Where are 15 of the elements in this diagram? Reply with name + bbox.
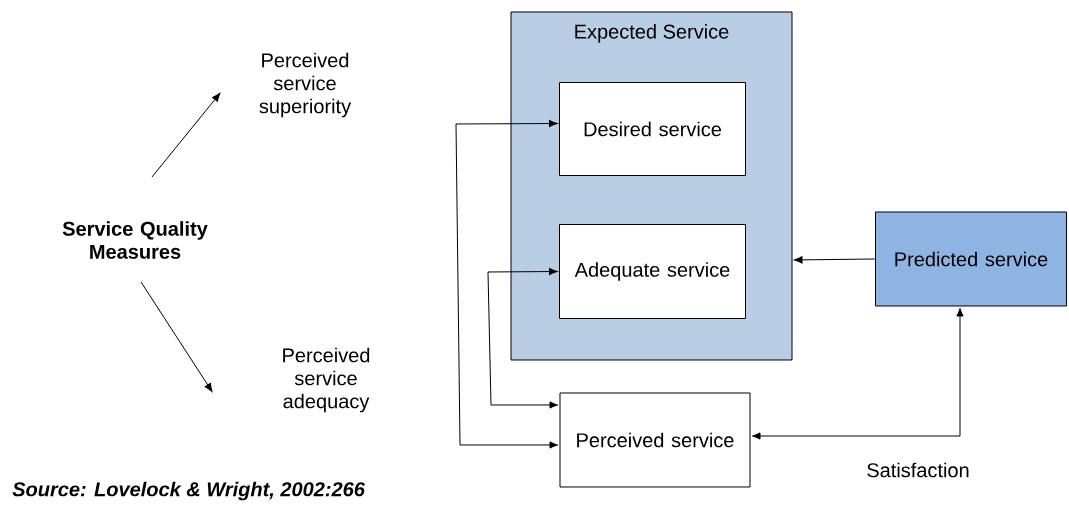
process-box: Predicted service	[875, 211, 1067, 307]
process-box: Adequate service	[559, 224, 746, 319]
arrow	[751, 307, 964, 440]
edge-label: Satisfaction	[865, 461, 971, 479]
arrow	[793, 256, 876, 264]
arrow	[151, 93, 221, 178]
text-label: Service Quality Measures	[62, 221, 208, 259]
text-label: Perceived service superiority	[259, 52, 352, 118]
caption: Source: Lovelock & Wright, 2002:266	[12, 481, 365, 501]
process-box: Desired service	[559, 82, 746, 176]
text-label: Perceived service adequacy	[283, 347, 370, 413]
process-box: Perceived service	[559, 392, 751, 488]
arrow	[487, 267, 559, 409]
arrow	[140, 281, 213, 392]
arrow	[455, 119, 559, 449]
